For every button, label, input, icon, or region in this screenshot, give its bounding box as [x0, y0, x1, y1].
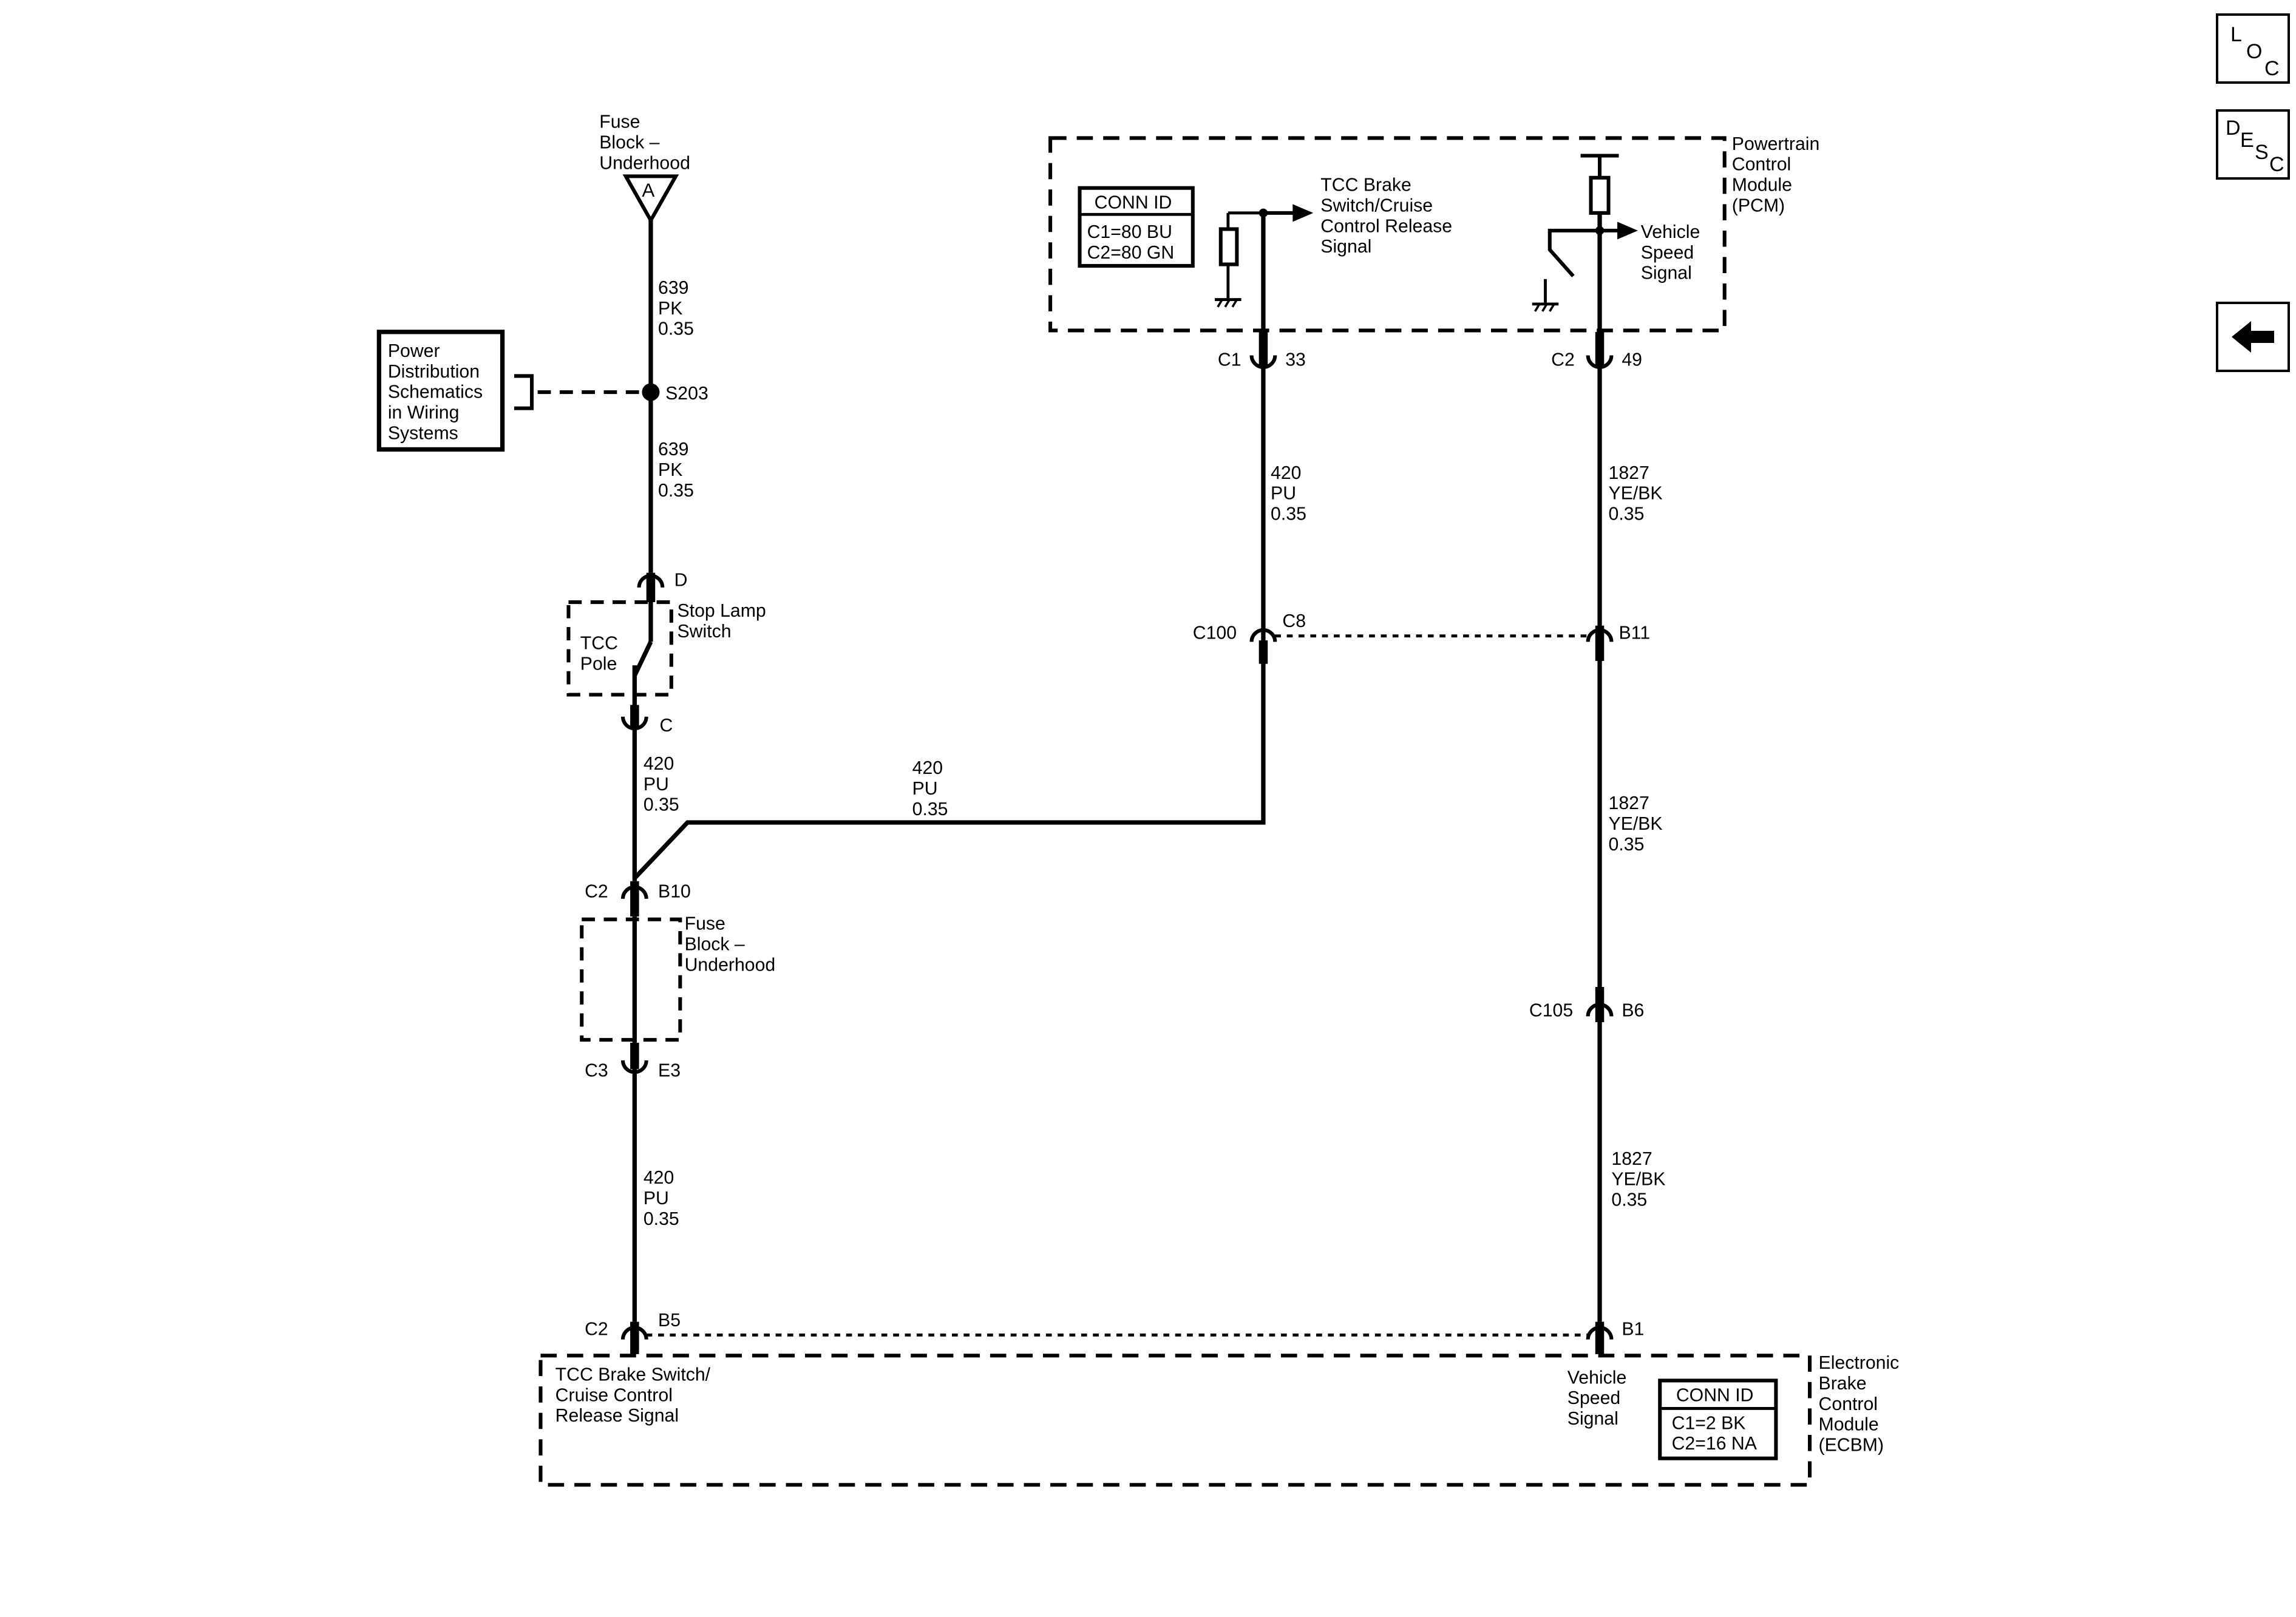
resistor-icon — [1218, 227, 1239, 266]
connector-c105-icon — [1586, 1003, 1614, 1017]
pcm-conn-id-title: CONN ID — [1095, 193, 1172, 213]
tcc-pole-box — [566, 600, 673, 697]
connector-c8-label: C8 — [1282, 611, 1306, 631]
arrow-right-icon — [1617, 222, 1638, 240]
connector-c1-33-icon — [1249, 355, 1277, 369]
left-arrow-icon — [2232, 321, 2274, 353]
connector-b10-label: B10 — [658, 881, 691, 901]
desc-button[interactable]: D E S C — [2216, 109, 2290, 180]
connector-33-label: 33 — [1285, 350, 1306, 370]
connector-c100-c8-icon — [1249, 628, 1277, 642]
ecbm-conn-id-title: CONN ID — [1676, 1385, 1754, 1405]
connector-d-label: D — [674, 570, 688, 590]
connector-c2-label: C2 — [585, 881, 608, 901]
arrow-right-icon — [1292, 204, 1314, 222]
loc-button[interactable]: L O C — [2216, 13, 2290, 84]
ground-hatch — [1534, 303, 1541, 312]
desc-letter-e: E — [2240, 129, 2254, 152]
connector-c2-pcm-label: C2 — [1551, 350, 1575, 370]
connector-b1-label: B1 — [1622, 1319, 1644, 1339]
splice-label: S203 — [665, 384, 708, 404]
connector-b5-label: B5 — [658, 1310, 681, 1331]
connector-b1-icon — [1586, 1326, 1614, 1340]
fuse-block-mid-box — [580, 917, 682, 1042]
connector-c3-label: C3 — [585, 1061, 608, 1081]
ecbm-conn-id-box — [1658, 1378, 1778, 1460]
connector-c2-ecbm-label: C2 — [585, 1319, 608, 1339]
loc-letter-l: L — [2230, 23, 2242, 46]
power-dist-box[interactable] — [376, 330, 505, 452]
splice-s203-dot — [642, 383, 660, 401]
ground-hatch — [1224, 299, 1231, 308]
power-dist-bracket — [514, 374, 534, 410]
connector-b6-label: B6 — [1622, 1000, 1644, 1020]
ecbm-box — [538, 1354, 1812, 1487]
ground-hatch — [1541, 303, 1548, 312]
ground-hatch — [1217, 299, 1223, 308]
wire-420-pu-cross — [633, 660, 1266, 880]
connector-c-icon — [620, 716, 648, 731]
connector-c100-label: C100 — [1193, 623, 1237, 643]
pcm-box — [1048, 136, 1727, 333]
connector-c1-label: C1 — [1218, 350, 1241, 370]
transistor-switch-icon — [1547, 228, 1600, 277]
loc-letter-o: O — [2246, 40, 2263, 63]
connector-c105-label: C105 — [1529, 1000, 1573, 1020]
desc-letter-s: S — [2255, 141, 2269, 164]
connector-b11-label: B11 — [1618, 623, 1650, 643]
loc-letter-c: C — [2264, 57, 2280, 80]
desc-letter-c: C — [2269, 153, 2284, 176]
fuse-block-terminal-label: A — [642, 180, 654, 201]
desc-letter-d: D — [2226, 117, 2241, 140]
connector-c2-49-icon — [1586, 355, 1614, 369]
pcm-conn-id-box — [1078, 186, 1195, 268]
ground-hatch — [1231, 299, 1238, 308]
ground-hatch — [1549, 303, 1555, 312]
resistor-icon — [1589, 175, 1611, 215]
back-button[interactable] — [2216, 302, 2290, 372]
switch-blade-icon — [633, 640, 653, 677]
fuse-block-terminal-icon — [622, 174, 679, 225]
connector-49-label: 49 — [1622, 350, 1642, 370]
connector-e3-label: E3 — [658, 1061, 681, 1081]
connector-c-label: C — [659, 716, 673, 736]
